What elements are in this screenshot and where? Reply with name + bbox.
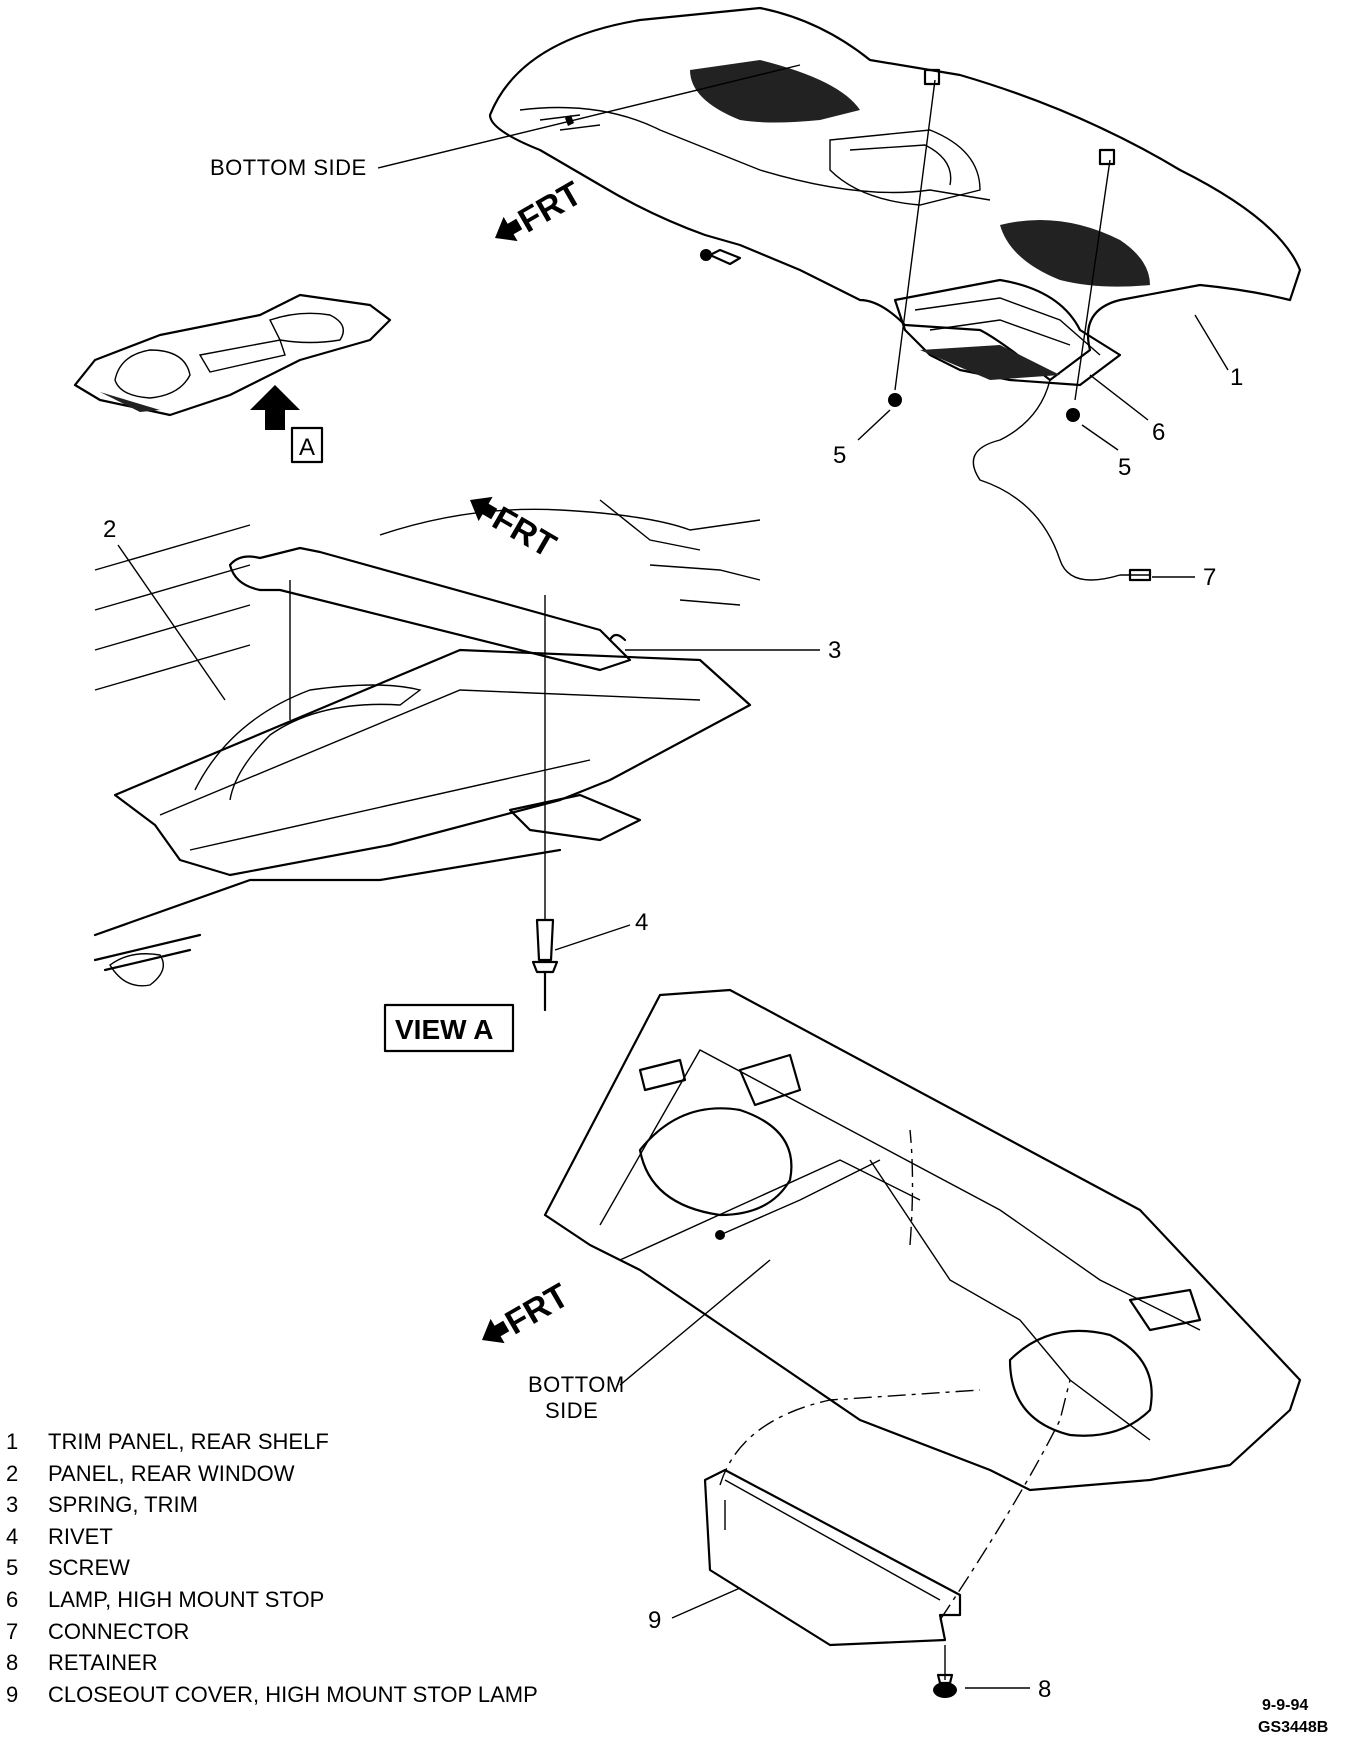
- legend-num: 9: [6, 1681, 19, 1707]
- callout-5b: 5: [1081, 424, 1131, 481]
- legend-text: CLOSEOUT COVER, HIGH MOUNT STOP LAMP: [48, 1681, 538, 1707]
- callout-1: 1: [1194, 314, 1243, 391]
- rear-shelf-bottom-view: [543, 988, 1302, 1698]
- overview-shelf-sketch: [73, 293, 392, 417]
- view-a-arrow: A: [250, 385, 324, 464]
- view-a-marker: A: [299, 434, 315, 461]
- legend-text: SCREW: [48, 1555, 130, 1581]
- callout-2: 2: [103, 516, 226, 701]
- legend-text: TRIM PANEL, REAR SHELF: [48, 1429, 329, 1454]
- callout-7: 7: [1152, 564, 1216, 591]
- callout-5a: 5: [833, 409, 891, 469]
- callout-6: 6: [1089, 374, 1165, 446]
- svg-text:1: 1: [1230, 364, 1243, 391]
- legend-item: 1 TRIM PANEL, REAR SHELF: [6, 1426, 538, 1458]
- legend-item: 6 LAMP, HIGH MOUNT STOP: [6, 1584, 538, 1616]
- legend-num: 4: [6, 1523, 19, 1549]
- legend-text: RIVET: [48, 1523, 113, 1549]
- svg-text:BOTTOM: BOTTOM: [528, 1372, 625, 1397]
- legend-item: 3 SPRING, TRIM: [6, 1489, 538, 1521]
- legend-num: 6: [6, 1586, 19, 1612]
- legend-text: SPRING, TRIM: [48, 1492, 198, 1518]
- legend-num: 8: [6, 1650, 19, 1676]
- svg-text:7: 7: [1203, 564, 1216, 591]
- svg-text:6: 6: [1152, 419, 1165, 446]
- callout-4: 4: [554, 909, 648, 951]
- legend-text: PANEL, REAR WINDOW: [48, 1460, 295, 1486]
- legend-text: CONNECTOR: [48, 1618, 190, 1644]
- callout-bottom-side-bottom: BOTTOM SIDE: [528, 1259, 771, 1423]
- svg-text:5: 5: [833, 442, 846, 469]
- svg-text:2: 2: [103, 516, 116, 543]
- legend-item: 5 SCREW: [6, 1552, 538, 1584]
- legend-item: 7 CONNECTOR: [6, 1616, 538, 1648]
- panel-rear-window-view-a: [93, 499, 761, 1012]
- frt-arrow-2: FRT: [470, 496, 562, 565]
- drawing-code: GS3448B: [1258, 1719, 1328, 1736]
- callout-bottom-side-top: BOTTOM SIDE: [210, 64, 801, 180]
- legend-item: 4 RIVET: [6, 1521, 538, 1553]
- svg-text:FRT: FRT: [512, 174, 588, 240]
- frt-arrow-3: FRT: [482, 1276, 575, 1344]
- svg-text:SIDE: SIDE: [545, 1398, 598, 1423]
- svg-text:5: 5: [1118, 454, 1131, 481]
- legend-num: 1: [6, 1429, 19, 1454]
- svg-text:FRT: FRT: [499, 1276, 575, 1342]
- legend-text: RETAINER: [48, 1650, 158, 1676]
- svg-text:BOTTOM SIDE: BOTTOM SIDE: [210, 155, 367, 180]
- view-a-label-box: VIEW A: [383, 1003, 515, 1053]
- callout-9: 9: [648, 1587, 741, 1634]
- svg-text:4: 4: [635, 909, 648, 936]
- parts-legend: 1 TRIM PANEL, REAR SHELF 2 PANEL, REAR WIN…: [6, 1426, 538, 1710]
- svg-text:3: 3: [828, 637, 841, 664]
- svg-text:8: 8: [1038, 1676, 1051, 1703]
- legend-num: 3: [6, 1492, 19, 1518]
- legend-item: 2 PANEL, REAR WINDOW: [6, 1458, 538, 1490]
- svg-text:9: 9: [648, 1607, 661, 1634]
- legend-item: 8 RETAINER: [6, 1647, 538, 1679]
- legend-text: LAMP, HIGH MOUNT STOP: [48, 1586, 325, 1612]
- date-code: 9-9-94: [1262, 1697, 1308, 1714]
- trim-panel-rear-shelf: [488, 6, 1302, 582]
- legend-num: 2: [6, 1460, 19, 1486]
- legend-num: 5: [6, 1555, 19, 1581]
- callout-3: 3: [625, 637, 841, 664]
- callout-8: 8: [965, 1676, 1051, 1703]
- legend-item: 9 CLOSEOUT COVER, HIGH MOUNT STOP LAMP: [6, 1679, 538, 1711]
- frt-arrow-1: FRT: [495, 174, 588, 242]
- legend-num: 7: [6, 1618, 19, 1644]
- svg-text:VIEW A: VIEW A: [395, 1014, 494, 1045]
